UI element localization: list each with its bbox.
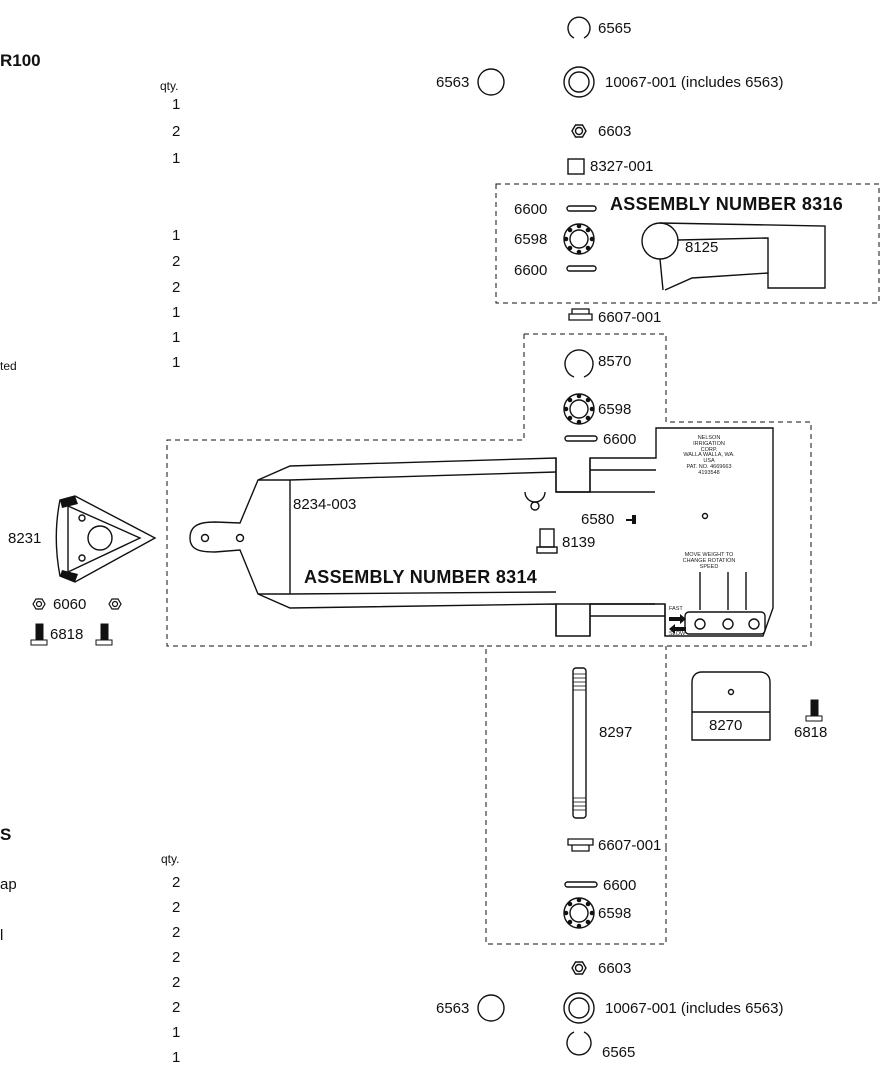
qty-4: 1 xyxy=(172,227,181,244)
label-6598-mid: 6598 xyxy=(598,401,632,418)
qty-7: 1 xyxy=(172,304,181,321)
qty2-2: 2 xyxy=(172,899,181,916)
label-8297: 8297 xyxy=(599,724,633,741)
qty-1: 1 xyxy=(172,96,181,113)
nameplate: NELSON IRRIGATION CORP. WALLA WALLA, WA.… xyxy=(683,435,735,476)
qty-8: 1 xyxy=(172,329,181,346)
assembly-8314-title: ASSEMBLY NUMBER 8314 xyxy=(304,567,538,587)
nut-6603-top xyxy=(571,124,587,138)
label-8327: 8327-001 xyxy=(590,158,654,175)
label-6600-lower: 6600 xyxy=(603,877,637,894)
slow-label: SLOW xyxy=(669,631,686,637)
rotation-instruction: MOVE WEIGHT TO CHANGE ROTATION SPEED xyxy=(682,552,736,570)
qty2-7: 1 xyxy=(172,1024,181,1041)
qty-9: 1 xyxy=(172,354,181,371)
label-6600-b: 6600 xyxy=(514,262,548,279)
label-6060: 6060 xyxy=(53,596,87,613)
label-8270: 8270 xyxy=(709,717,743,734)
label-8234: 8234-003 xyxy=(293,496,357,513)
assembly-8316-box xyxy=(495,183,880,304)
parts-list-2-title: S xyxy=(0,825,12,844)
list-fragment: ted xyxy=(0,359,17,373)
label-10067-lower: 10067-001 (includes 6563) xyxy=(605,1000,784,1017)
label-6563-lower: 6563 xyxy=(436,1000,470,1017)
assembly-8316-title: ASSEMBLY NUMBER 8316 xyxy=(610,194,844,214)
label-6598-lower: 6598 xyxy=(598,905,632,922)
label-6818-right: 6818 xyxy=(794,724,828,741)
parts-list-title: R100 xyxy=(0,51,41,70)
qty2-3: 2 xyxy=(172,924,181,941)
square-8327 xyxy=(567,158,585,175)
qty2-5: 2 xyxy=(172,974,181,991)
label-8125: 8125 xyxy=(685,239,719,256)
seal-6563-top xyxy=(477,68,505,96)
label-6598-a: 6598 xyxy=(514,231,548,248)
label-6818-left: 6818 xyxy=(50,626,84,643)
qty-3: 1 xyxy=(172,150,181,167)
qty2-6: 2 xyxy=(172,999,181,1016)
qty-2: 2 xyxy=(172,123,181,140)
list-2-fragment-2: l xyxy=(0,927,4,944)
label-6563-top: 6563 xyxy=(436,74,470,91)
label-6607-top: 6607-001 xyxy=(598,309,662,326)
qty-header: qty. xyxy=(160,79,179,93)
nozzle-8231 xyxy=(55,495,157,583)
assembly-8314-outline xyxy=(166,333,812,945)
qty2-4: 2 xyxy=(172,949,181,966)
label-6603-top: 6603 xyxy=(598,123,632,140)
seal-10067-top xyxy=(563,66,595,98)
qty2-8: 1 xyxy=(172,1049,181,1066)
fast-label: FAST xyxy=(669,606,683,612)
label-6565-top: 6565 xyxy=(598,20,632,37)
label-8570: 8570 xyxy=(598,353,632,370)
qty-header-2: qty. xyxy=(161,852,180,866)
label-6607-bottom: 6607-001 xyxy=(598,837,662,854)
label-8231: 8231 xyxy=(8,530,42,547)
label-6603-lower: 6603 xyxy=(598,960,632,977)
label-8139: 8139 xyxy=(562,534,596,551)
list-2-fragment-1: ap xyxy=(0,876,17,893)
qty-6: 2 xyxy=(172,279,181,296)
label-10067-top: 10067-001 (includes 6563) xyxy=(605,74,784,91)
label-6580: 6580 xyxy=(581,511,615,528)
shaft-8297 xyxy=(572,667,587,819)
snap-ring-top xyxy=(567,16,591,39)
label-6600-mid: 6600 xyxy=(603,431,637,448)
label-6600-a: 6600 xyxy=(514,201,548,218)
label-6565-lower: 6565 xyxy=(602,1044,636,1061)
qty2-1: 2 xyxy=(172,874,181,891)
qty-5: 2 xyxy=(172,253,181,270)
